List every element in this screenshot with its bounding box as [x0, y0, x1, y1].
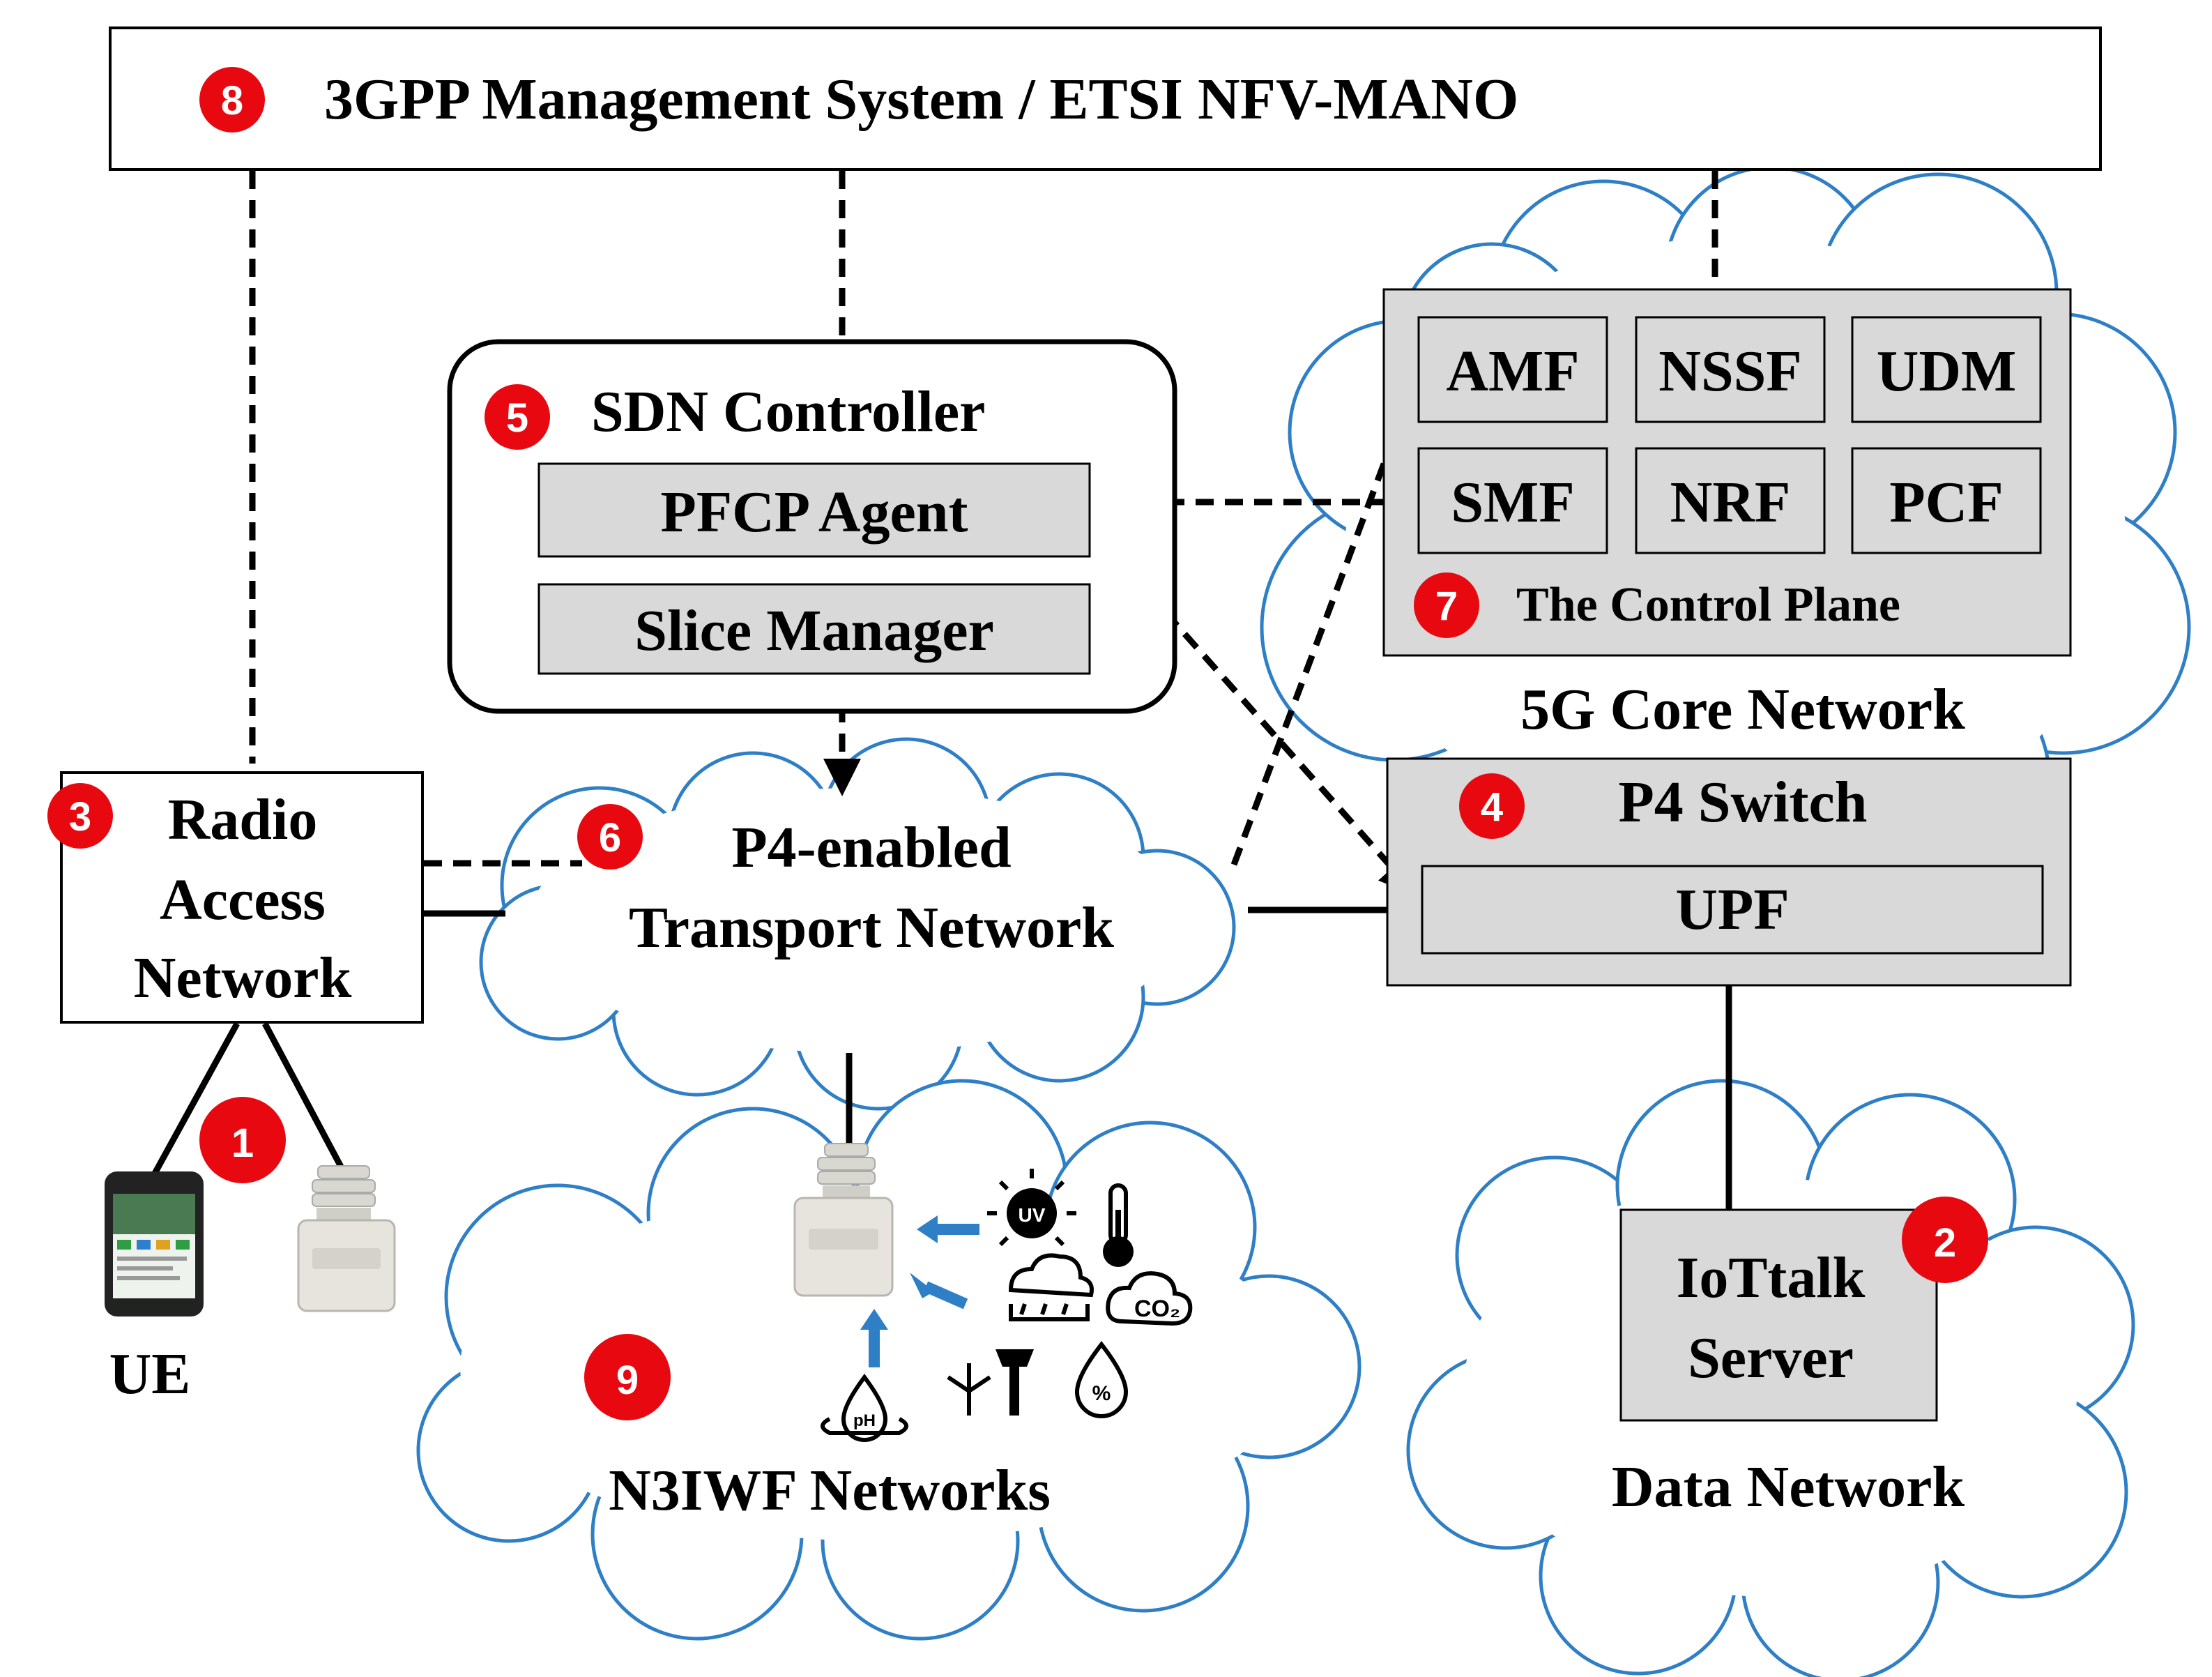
upf-box — [1421, 865, 2044, 955]
nf-nrf-box — [1635, 447, 1826, 554]
transport-label-line2: Transport Network — [629, 895, 1114, 960]
nf-udm-box — [1851, 316, 2042, 423]
svg-text:UV: UV — [1019, 1204, 1046, 1226]
control-plane: AMF NSSF UDM SMF NRF PCF 7 The Control P… — [1382, 288, 2072, 657]
nf-nssf-box — [1635, 316, 1826, 423]
badge-2-label: 2 — [1934, 1220, 1956, 1266]
badge-3-label: 3 — [69, 794, 91, 840]
pfcp-agent-box — [537, 462, 1091, 558]
slice-manager-label: Slice Manager — [634, 598, 994, 663]
ran-box: 3 Radio Access Network — [47, 771, 424, 1024]
nf-smf-label: SMF — [1451, 470, 1574, 535]
data-network-group: 2 IoTtalk Server Data Network — [1612, 1197, 1988, 1519]
pfcp-upf-link — [1085, 522, 1417, 897]
nf-pcf-box — [1851, 447, 2042, 554]
ran-ue-link — [149, 1022, 240, 1181]
sdn-title: SDN Controller — [591, 379, 985, 444]
badge-9 — [584, 1334, 671, 1420]
ran-label-line2: Access — [160, 867, 326, 932]
mano-title: 3GPP Management System / ETSI NFV-MANO — [324, 67, 1518, 132]
humidity-icon: % — [1074, 1341, 1129, 1418]
ran-device-link — [262, 1022, 350, 1181]
badge-7 — [1414, 572, 1479, 638]
uv-icon: UV — [987, 1169, 1076, 1247]
badge-5-label: 5 — [506, 395, 528, 441]
sensor-device-icon — [297, 1165, 396, 1312]
badge-9-label: 9 — [616, 1358, 639, 1403]
badge-1-label: 1 — [231, 1121, 254, 1166]
n3iwf-group: UV CO₂ — [584, 1143, 1193, 1523]
iottalk-label-line1: IoTtalk — [1677, 1245, 1866, 1310]
upf-label: UPF — [1675, 877, 1789, 942]
transport-label-line1: P4-enabled — [731, 815, 1011, 880]
badge-4 — [1459, 773, 1525, 839]
svg-text:%: % — [1092, 1382, 1111, 1405]
badge-8 — [199, 67, 265, 132]
badge-2 — [1902, 1197, 1988, 1283]
ph-icon: pH — [821, 1373, 908, 1442]
pfcp-agent-label: PFCP Agent — [661, 480, 968, 545]
badge-5 — [485, 384, 550, 450]
mano-box: 8 3GPP Management System / ETSI NFV-MANO — [109, 26, 2102, 171]
data-network-label: Data Network — [1612, 1455, 1965, 1519]
nf-nrf-label: NRF — [1670, 470, 1791, 535]
n3iwf-cloud — [416, 1079, 1361, 1641]
transport-network-cloud — [479, 737, 1236, 1111]
control-plane-title: The Control Plane — [1516, 578, 1900, 632]
nf-pcf-label: PCF — [1889, 470, 2003, 535]
sensor-station-icon — [793, 1143, 894, 1297]
badge-6 — [577, 804, 643, 870]
sdn-controller: 5 SDN Controller PFCP Agent Slice Manage… — [447, 339, 1177, 714]
badge-8-label: 8 — [221, 78, 243, 123]
ue-label: UE — [109, 1342, 191, 1406]
core-network-label: 5G Core Network — [1520, 677, 1965, 742]
badge-7-label: 7 — [1435, 584, 1458, 629]
co2-icon: CO₂ — [1106, 1271, 1193, 1326]
ran-label-line3: Network — [134, 946, 352, 1010]
badge-3 — [47, 783, 113, 849]
nf-amf-label: AMF — [1446, 339, 1579, 404]
iottalk-box — [1619, 1208, 1938, 1422]
badge-1 — [199, 1097, 286, 1183]
badge-6-label: 6 — [599, 815, 621, 860]
smartphone-icon — [105, 1171, 204, 1316]
nf-smf-box — [1417, 447, 1608, 554]
wind-vane-icon — [947, 1349, 1034, 1416]
rain-icon — [1008, 1253, 1094, 1321]
transport-labels: 6 P4-enabled Transport Network — [577, 804, 1114, 960]
slice-manager-box — [537, 583, 1091, 675]
ue-group: 1 UE — [105, 1097, 396, 1406]
iottalk-label-line2: Server — [1688, 1326, 1854, 1390]
ran-label-line1: Radio — [168, 787, 318, 852]
thermometer-icon — [1103, 1183, 1134, 1267]
n3iwf-label: N3IWF Networks — [609, 1458, 1051, 1523]
nf-amf-box — [1417, 316, 1608, 423]
svg-text:CO₂: CO₂ — [1134, 1296, 1180, 1322]
badge-4-label: 4 — [1481, 784, 1503, 830]
data-flow-arrows — [860, 1215, 979, 1367]
svg-text:pH: pH — [853, 1411, 876, 1430]
nf-udm-label: UDM — [1877, 339, 2017, 404]
nf-nssf-label: NSSF — [1658, 339, 1801, 404]
p4-switch: 4 P4 Switch UPF — [1386, 757, 2072, 987]
p4-switch-title: P4 Switch — [1619, 770, 1868, 835]
